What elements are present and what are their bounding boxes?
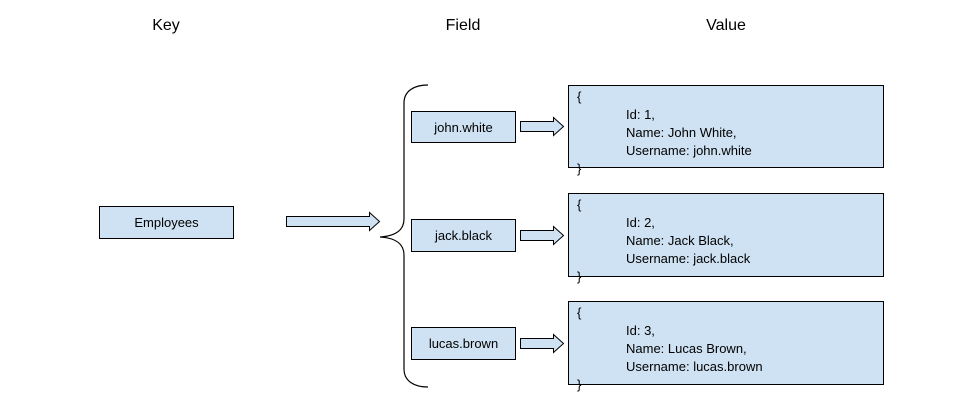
field-label: lucas.brown [428,336,499,351]
id-line: Id: 2, [626,215,655,230]
key-to-fields-arrow [286,211,381,232]
field-to-value-arrow-2 [520,225,565,246]
close-brace: } [577,161,582,176]
close-brace: } [577,269,582,284]
username-line: Username: jack.black [626,251,751,266]
key-label: Employees [134,215,199,230]
name-line: Name: John White, [626,125,737,140]
field-to-value-arrow-3 [520,333,565,354]
field-label: john.white [434,119,493,135]
key-column-header: Key [152,17,180,34]
field-box: lucas.brown [411,327,516,360]
open-brace: { [577,197,582,212]
field-to-value-arrow-1 [520,116,565,137]
value-box: { Id: 2, Name: Jack Black, Username: jac… [568,193,884,284]
key-box: Employees [99,206,234,239]
fields-brace [379,84,429,388]
username-line: Username: lucas.brown [626,359,763,374]
field-box: jack.black [411,219,516,252]
name-line: Name: Jack Black, [626,233,734,248]
open-brace: { [577,89,582,104]
id-line: Id: 1, [626,107,655,122]
username-line: Username: john.white [626,143,752,158]
field-box: john.white [411,111,516,143]
value-column-header: Value [706,17,746,34]
field-column-header: Field [445,17,481,34]
close-brace: } [577,377,582,392]
value-box: { Id: 1, Name: John White, Username: joh… [568,85,884,176]
id-line: Id: 3, [626,323,655,338]
value-box: { Id: 3, Name: Lucas Brown, Username: lu… [568,301,884,392]
name-line: Name: Lucas Brown, [626,341,747,356]
field-label: jack.black [434,228,493,243]
open-brace: { [577,305,582,320]
